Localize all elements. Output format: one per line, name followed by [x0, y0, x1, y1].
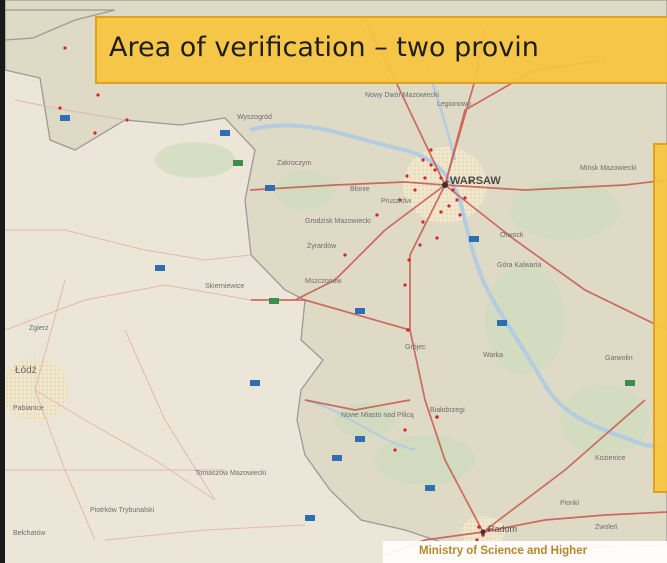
place-label-legionowo: Legionowo [437, 101, 471, 108]
title-box: Area of verification – two provin [95, 16, 667, 84]
place-label-piotrkow: Piotrków Trybunalski [90, 507, 155, 514]
place-label-zwolen: Zwoleń [595, 524, 618, 531]
place-label-pruszkow: Pruszków [381, 198, 412, 205]
map[interactable] [5, 0, 667, 563]
place-label-blonie: Błonie [350, 186, 370, 193]
slide-title: Area of verification – two provin [109, 32, 539, 63]
place-label-gora-kalwaria: Góra Kalwaria [497, 262, 542, 269]
place-label-skierniewice: Skierniewice [205, 283, 245, 290]
place-label-kozienice: Kozienice [595, 455, 626, 462]
road-shields [60, 115, 635, 521]
place-label-grodzisk: Grodzisk Mazowiecki [305, 218, 371, 225]
place-label-zgierz: Zgierz [29, 325, 49, 332]
place-label-nowy-dwor: Nowy Dwór Mazowiecki [365, 92, 439, 99]
vistula-river [249, 123, 667, 450]
info-callout-box [653, 143, 667, 493]
place-label-pabianice: Pabianice [13, 405, 44, 412]
place-label-otwock: Otwock [500, 232, 524, 239]
city-label-radom[interactable]: Radom [488, 524, 518, 534]
verification-points[interactable] [58, 46, 491, 542]
footer-bar: Ministry of Science and Higher [383, 541, 667, 563]
warsaw-marker [442, 182, 448, 188]
place-label-garwolin: Garwolin [605, 355, 633, 362]
place-label-belchatow: Bełchatów [13, 530, 46, 537]
slide: WARSAW Łódź Radom Legionowo Wyszogród Za… [5, 0, 667, 563]
place-label-bialobrzegi: Białobrzegi [430, 407, 465, 414]
place-label-tomaszow: Tomaszów Mazowiecki [195, 470, 267, 477]
city-label-warsaw[interactable]: WARSAW [450, 175, 501, 187]
place-label-warka: Warka [483, 352, 503, 359]
minor-roads [5, 99, 306, 541]
place-label-zyrardow: Żyrardów [307, 243, 337, 250]
place-label-mszczonow: Mszczonów [305, 278, 342, 285]
place-label-minsk: Mińsk Mazowiecki [580, 165, 637, 172]
place-label-grojec: Grójec [405, 344, 426, 351]
radom-marker [480, 529, 486, 535]
place-label-zakroczym: Zakroczym [277, 160, 312, 167]
place-label-wyszogrod: Wyszogród [237, 114, 272, 121]
city-label-lodz[interactable]: Łódź [15, 365, 37, 376]
place-label-nowe-miasto: Nowe Miasto nad Pilicą [341, 412, 414, 419]
lodz-urban-area [5, 358, 69, 422]
place-label-pionki: Pionki [560, 500, 580, 507]
footer-text: Ministry of Science and Higher [419, 545, 588, 557]
